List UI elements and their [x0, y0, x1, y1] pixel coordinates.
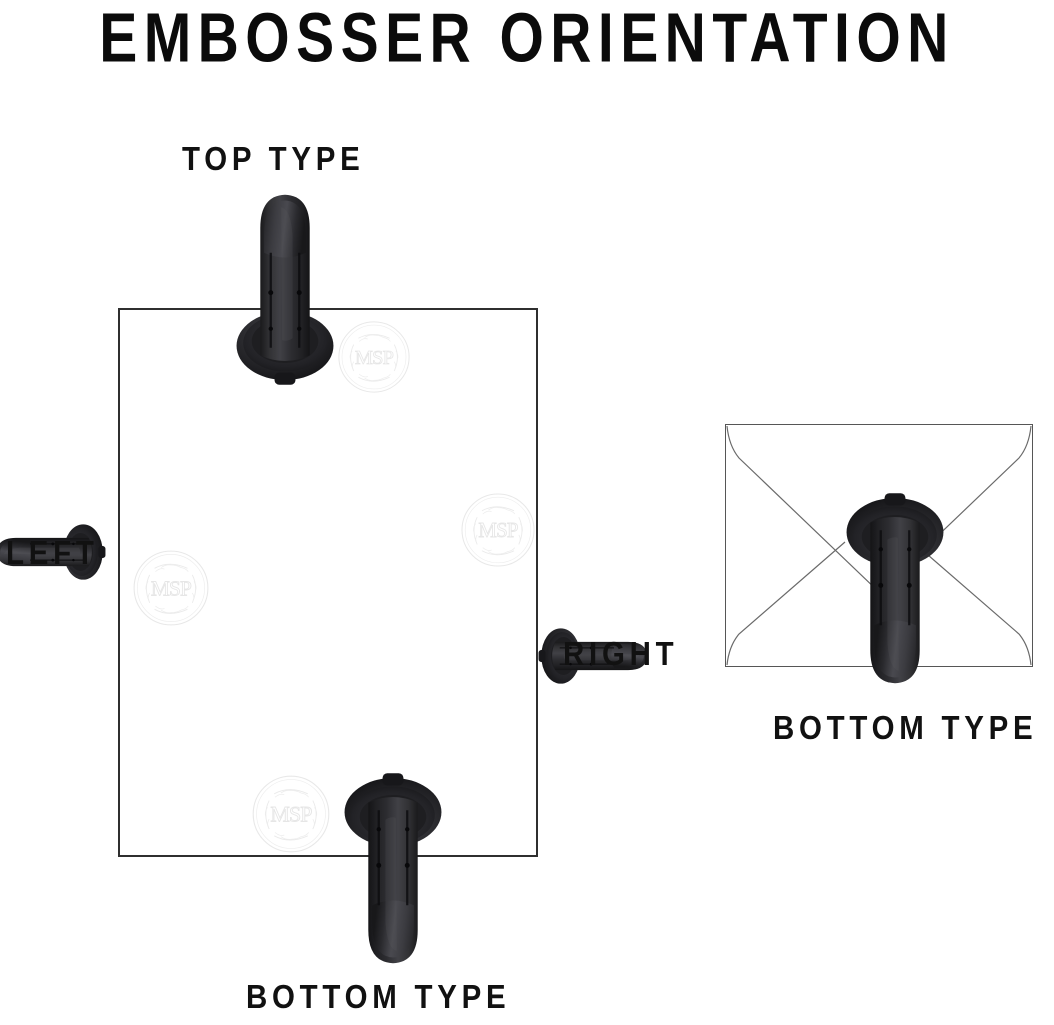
- embosser-envelope-bottom-orientation: [838, 492, 952, 692]
- label-right: RIGHT: [563, 634, 679, 673]
- embosser-bottom-orientation: [336, 772, 450, 972]
- embossed-seal-bottom: [249, 772, 333, 856]
- embosser-top-orientation: [228, 186, 342, 386]
- label-envelope-bottom-type: BOTTOM TYPE: [773, 708, 1038, 747]
- embossed-seal-top: [335, 318, 413, 396]
- label-left: LEFT: [6, 533, 99, 572]
- label-bottom-type: BOTTOM TYPE: [246, 977, 511, 1016]
- label-top-type: TOP TYPE: [182, 139, 365, 178]
- page-title: EMBOSSER ORIENTATION: [99, 0, 955, 78]
